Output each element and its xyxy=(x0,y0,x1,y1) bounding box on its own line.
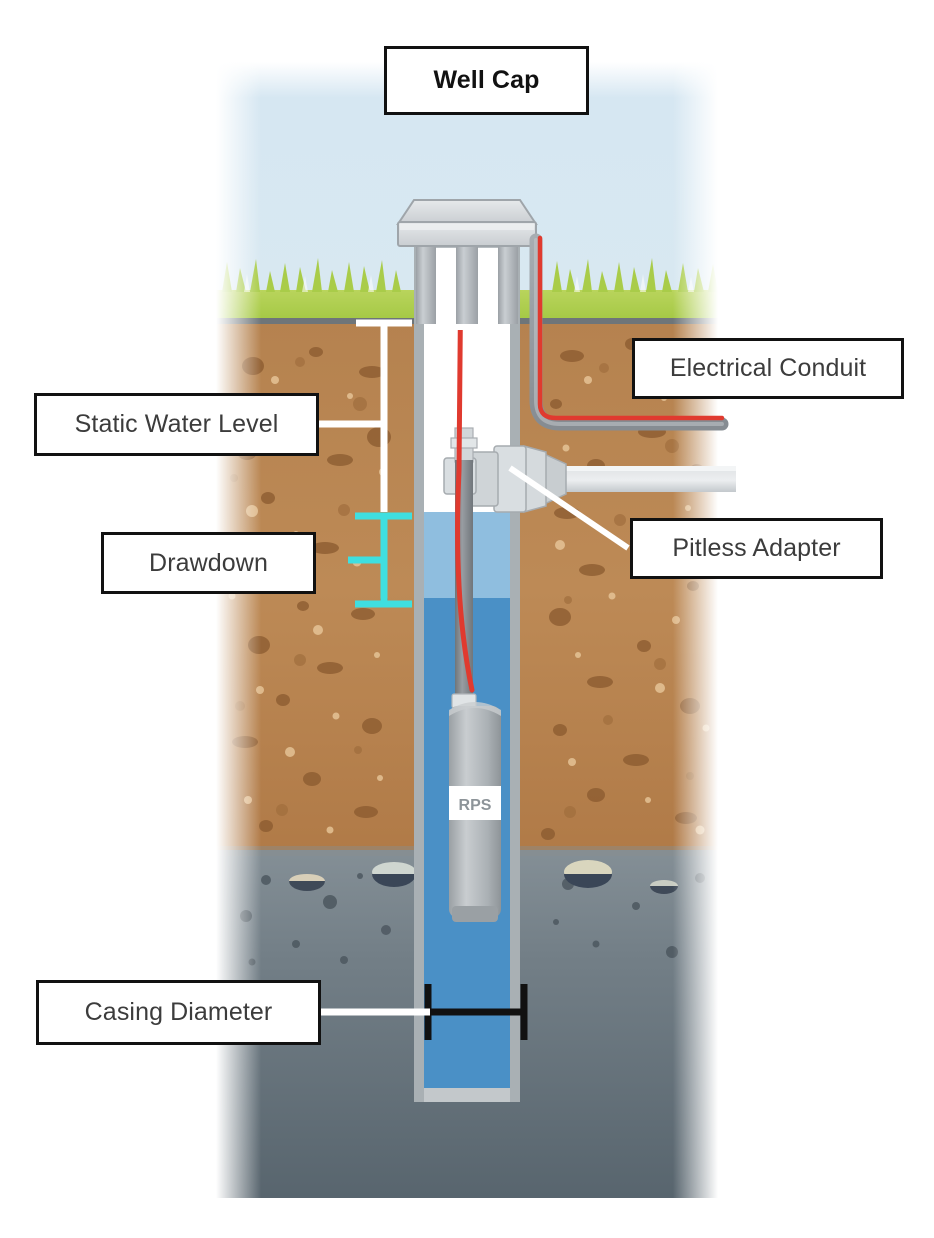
pump-brand-text: RPS xyxy=(459,797,492,814)
pitless-adapter-leader xyxy=(508,465,630,551)
pump-brand-band xyxy=(449,786,501,820)
well-cap-graphic xyxy=(396,199,538,247)
drop-pipe-and-pump: RPS xyxy=(449,330,501,922)
pump-power-wire xyxy=(455,330,475,693)
label-drawdown[interactable]: Drawdown xyxy=(101,532,316,594)
label-well-cap-text: Well Cap xyxy=(433,66,540,94)
label-well-cap[interactable]: Well Cap xyxy=(384,46,589,115)
label-drawdown-text: Drawdown xyxy=(149,548,268,577)
conduit-red-wire xyxy=(537,235,725,421)
electrical-conduit-graphic xyxy=(529,233,729,431)
label-electrical-conduit[interactable]: Electrical Conduit xyxy=(632,338,904,399)
drawdown-dimension xyxy=(348,512,412,608)
label-static-water-level[interactable]: Static Water Level xyxy=(34,393,319,456)
pitless-adapter-graphic xyxy=(443,427,736,513)
label-electrical-conduit-text: Electrical Conduit xyxy=(669,354,867,382)
label-casing-diameter[interactable]: Casing Diameter xyxy=(36,980,321,1045)
label-pitless-adapter-text: Pitless Adapter xyxy=(672,534,841,562)
label-casing-diameter-text: Casing Diameter xyxy=(84,998,273,1026)
wellhead-riser xyxy=(416,232,518,324)
label-static-water-level-text: Static Water Level xyxy=(74,410,279,438)
label-pitless-adapter[interactable]: Pitless Adapter xyxy=(630,518,883,579)
